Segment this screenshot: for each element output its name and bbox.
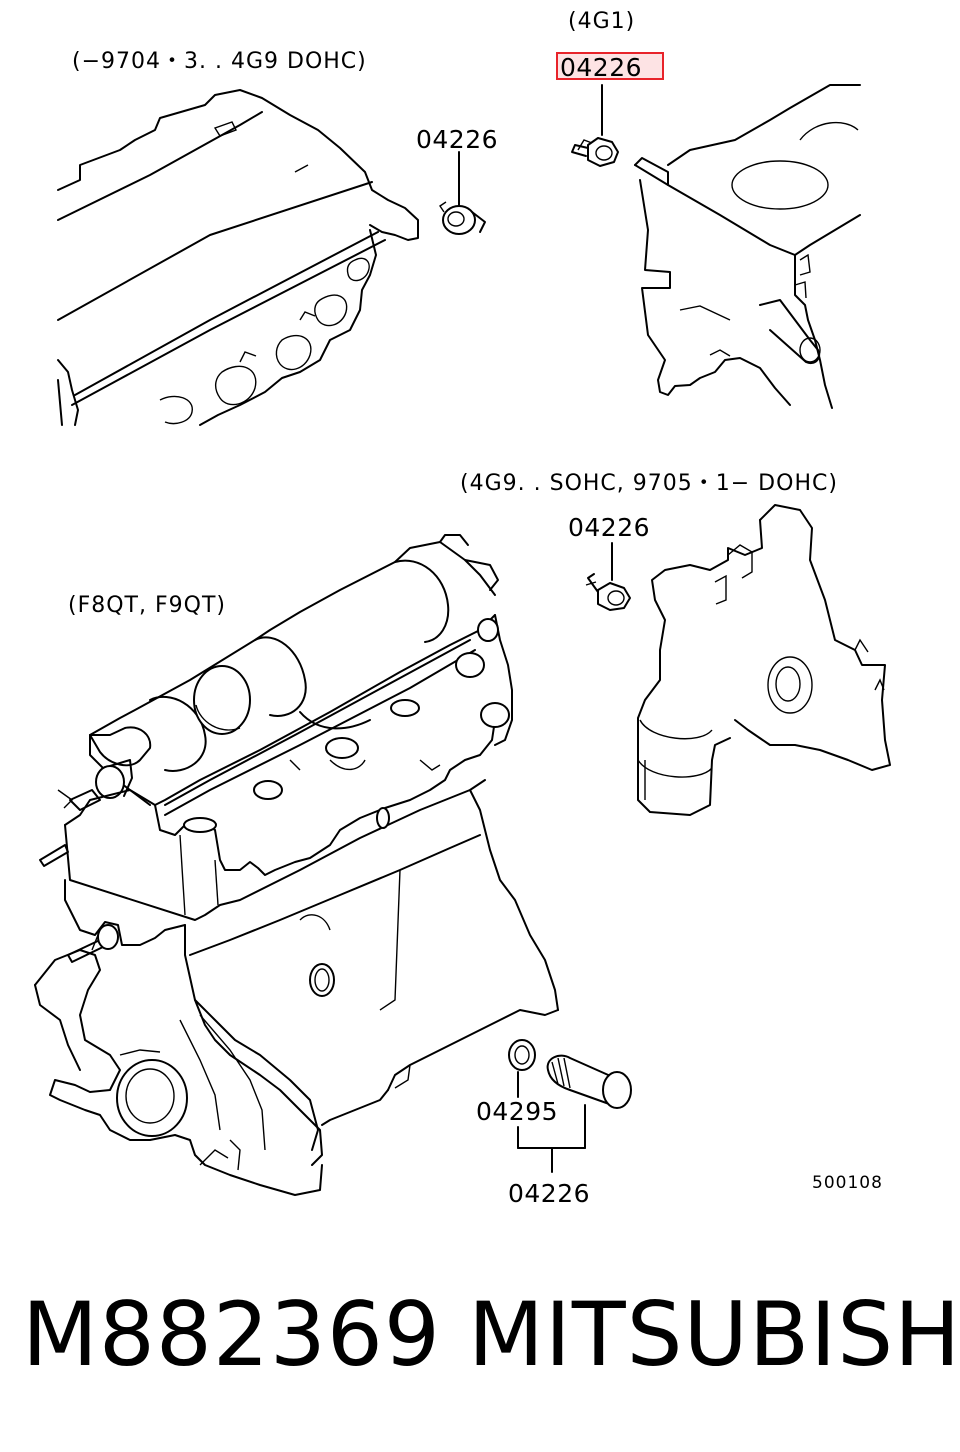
callout-switch-c[interactable]: 04226 <box>568 513 650 542</box>
part-callouts: 04226 04226 04226 04295 04226 <box>416 52 664 1208</box>
variant-label-top-right: (4G1) <box>568 9 635 34</box>
temperature-sensor-drawing <box>517 1054 632 1173</box>
front-case-middle-right-drawing <box>637 504 891 816</box>
timing-cover-top-right-drawing <box>634 84 861 409</box>
variant-label-top-left: (−9704・3. . 4G9 DOHC) <box>72 49 367 74</box>
engine-block-main-drawing <box>34 534 559 1196</box>
drawing-number: 500108 <box>812 1173 883 1193</box>
callout-switch-b[interactable]: 04226 <box>560 53 642 82</box>
oil-pressure-switch-c-drawing <box>585 542 631 611</box>
variant-labels: (−9704・3. . 4G9 DOHC) (4G1) (4G9. . SOHC… <box>68 9 838 618</box>
parts-diagram: (−9704・3. . 4G9 DOHC) (4G1) (4G9. . SOHC… <box>34 9 891 1208</box>
part-number: M882369 <box>22 1283 441 1386</box>
oil-pressure-switch-a-drawing <box>439 151 486 235</box>
footer: M882369 MITSUBISHI <box>0 1285 960 1395</box>
oil-pressure-switch-b-drawing <box>571 84 619 167</box>
callout-switch-a[interactable]: 04226 <box>416 125 498 154</box>
variant-label-middle-right: (4G9. . SOHC, 9705・1− DOHC) <box>460 471 838 496</box>
callout-sensor[interactable]: 04226 <box>508 1179 590 1208</box>
callout-gasket[interactable]: 04295 <box>476 1097 558 1126</box>
brand-name: MITSUBISHI <box>468 1283 960 1386</box>
variant-label-middle-left: (F8QT, F9QT) <box>68 593 226 618</box>
engine-head-top-left-drawing <box>57 89 419 426</box>
callout-highlight-box <box>556 52 664 80</box>
gasket-drawing <box>508 1039 536 1149</box>
